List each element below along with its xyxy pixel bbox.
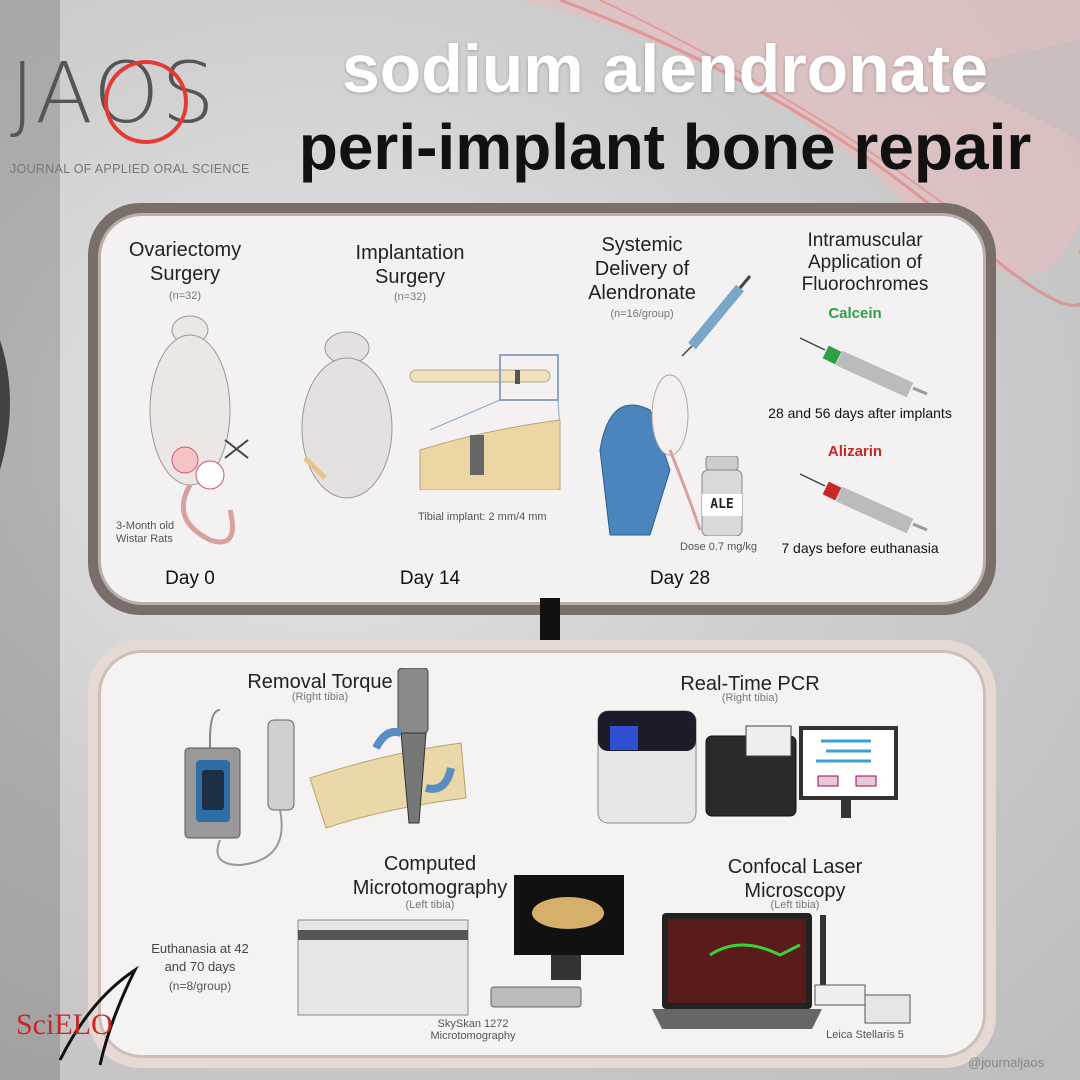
step-alendronate-dose: Dose 0.7 mg/kg xyxy=(680,541,758,553)
pcr-title: Real-Time PCR xyxy=(680,673,820,695)
step-implantation-note: Tibial implant: 2 mm/4 mm xyxy=(418,511,547,523)
ale-bottle-label: ALE xyxy=(710,497,734,512)
rat-ovariectomy-icon xyxy=(149,315,249,545)
step-alendronate-n: (n=16/group) xyxy=(610,308,674,320)
torque-title: Removal Torque xyxy=(247,671,393,693)
scielo-logo: SciELO xyxy=(16,1008,113,1041)
torque-sub: (Right tibia) xyxy=(291,691,349,703)
alizarin-timing: 7 days before euthanasia xyxy=(781,540,939,556)
journal-handle: @journaljaos xyxy=(968,1055,1045,1070)
syringe-calcein-icon xyxy=(799,337,928,398)
title-line-1: sodium alendronate xyxy=(341,31,989,107)
bone-implant-icon xyxy=(309,668,467,829)
logo-ring-icon xyxy=(104,60,188,144)
ale-bottle-icon xyxy=(701,456,743,536)
day-0-label: Day 0 xyxy=(165,568,215,589)
microct-scanner-icon xyxy=(297,875,624,1016)
euthanasia-n: (n=8/group) xyxy=(168,979,232,993)
step-ovariectomy-n: (n=32) xyxy=(168,290,202,302)
calcein-timing: 28 and 56 days after implants xyxy=(768,405,952,421)
pcr-sub: (Right tibia) xyxy=(721,692,779,704)
tibia-implant-icon xyxy=(409,354,561,490)
step-implantation-n: (n=32) xyxy=(393,291,427,303)
confocal-microscope-icon xyxy=(652,913,911,1029)
scielo-swoosh-icon xyxy=(58,965,139,1066)
calcein-label: Calcein xyxy=(828,305,882,322)
day-28-label: Day 28 xyxy=(649,568,711,589)
logo-subtitle: JOURNAL OF APPLIED ORAL SCIENCE xyxy=(10,162,250,176)
confocal-device: Leica Stellaris 5 xyxy=(826,1029,904,1041)
microct-sub: (Left tibia) xyxy=(405,899,455,911)
torque-meter-icon xyxy=(184,709,295,867)
syringe-alendronate-icon xyxy=(681,275,752,357)
title-line-2: peri-implant bone repair xyxy=(298,111,1032,183)
confocal-sub: (Left tibia) xyxy=(770,899,820,911)
gloved-hand-rat-icon xyxy=(599,374,702,536)
timeline-panel xyxy=(88,203,996,615)
day-14-label: Day 14 xyxy=(399,568,461,589)
pcr-equipment-icon xyxy=(597,710,898,824)
alizarin-label: Alizarin xyxy=(827,443,883,460)
rat-implantation-icon xyxy=(301,331,393,499)
syringe-alizarin-icon xyxy=(799,473,928,534)
